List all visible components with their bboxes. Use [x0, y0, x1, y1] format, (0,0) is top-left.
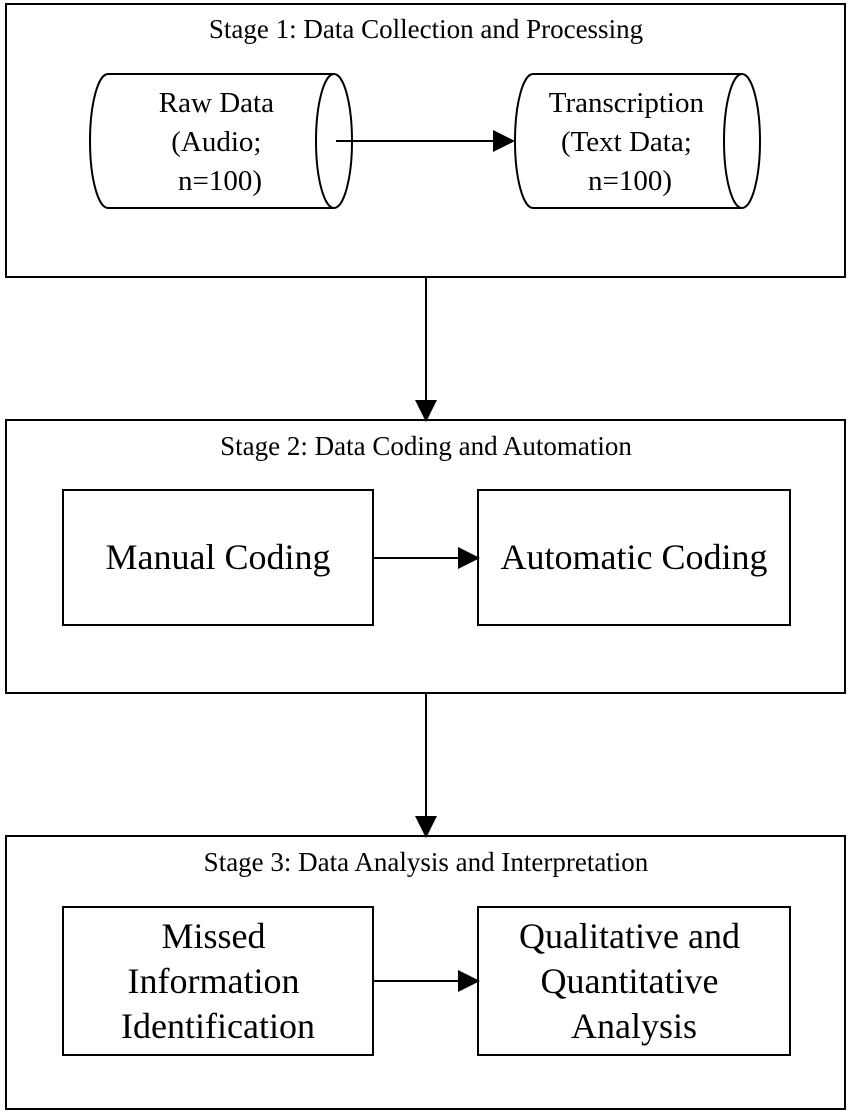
stage-3-title: Stage 3: Data Analysis and Interpretatio…	[204, 847, 649, 877]
transcription-cylinder-cap	[723, 73, 743, 209]
automatic-coding-box-frame	[477, 489, 791, 626]
missed-information-label-line-2: Information	[128, 961, 300, 1001]
qualitative-quantitative-label-line-1: Qualitative and	[519, 916, 740, 956]
stage-1-title: Stage 1: Data Collection and Processing	[209, 14, 643, 44]
missed-information-box: Missed Information Identification	[62, 906, 374, 1056]
qualitative-quantitative-label: Qualitative and Quantitative Analysis	[519, 916, 749, 1046]
manual-coding-box: Manual Coding	[62, 489, 374, 626]
qualitative-quantitative-label-line-2: Quantitative	[541, 961, 719, 1001]
raw-data-label-line-2: (Audio;	[171, 126, 261, 158]
missed-information-label-line-1: Missed	[161, 916, 265, 956]
manual-coding-label: Manual Coding	[106, 537, 331, 577]
automatic-coding-box: Automatic Coding	[477, 489, 791, 626]
raw-data-cylinder: Raw Data (Audio; n=100)	[89, 73, 353, 209]
qualitative-quantitative-label-line-3: Analysis	[571, 1006, 697, 1046]
raw-data-label-line-1: Raw Data	[159, 87, 274, 119]
missed-information-box-frame	[62, 906, 374, 1056]
raw-data-cylinder-cap	[315, 73, 335, 209]
transcription-label-line-3: n=100)	[588, 165, 672, 197]
stage-1: Stage 1: Data Collection and Processing …	[5, 3, 846, 278]
qualitative-quantitative-box-frame	[477, 906, 791, 1056]
stage-2-title: Stage 2: Data Coding and Automation	[220, 431, 632, 461]
stage-3-frame	[5, 835, 846, 1110]
raw-data-label-line-3: n=100)	[178, 165, 262, 197]
stage-2: Stage 2: Data Coding and Automation Manu…	[5, 419, 846, 694]
transcription-label: Transcription (Text Data; n=100)	[549, 87, 711, 197]
raw-data-label: Raw Data (Audio; n=100)	[159, 87, 281, 197]
stage-3: Stage 3: Data Analysis and Interpretatio…	[5, 835, 846, 1110]
automatic-coding-label: Automatic Coding	[501, 537, 768, 577]
transcription-cylinder: Transcription (Text Data; n=100)	[514, 73, 761, 209]
transcription-label-line-1: Transcription	[549, 87, 705, 119]
missed-information-label-line-3: Identification	[121, 1006, 315, 1046]
qualitative-quantitative-box: Qualitative and Quantitative Analysis	[477, 906, 791, 1056]
transcription-label-line-2: (Text Data;	[561, 126, 692, 158]
missed-information-label: Missed Information Identification	[121, 916, 315, 1046]
